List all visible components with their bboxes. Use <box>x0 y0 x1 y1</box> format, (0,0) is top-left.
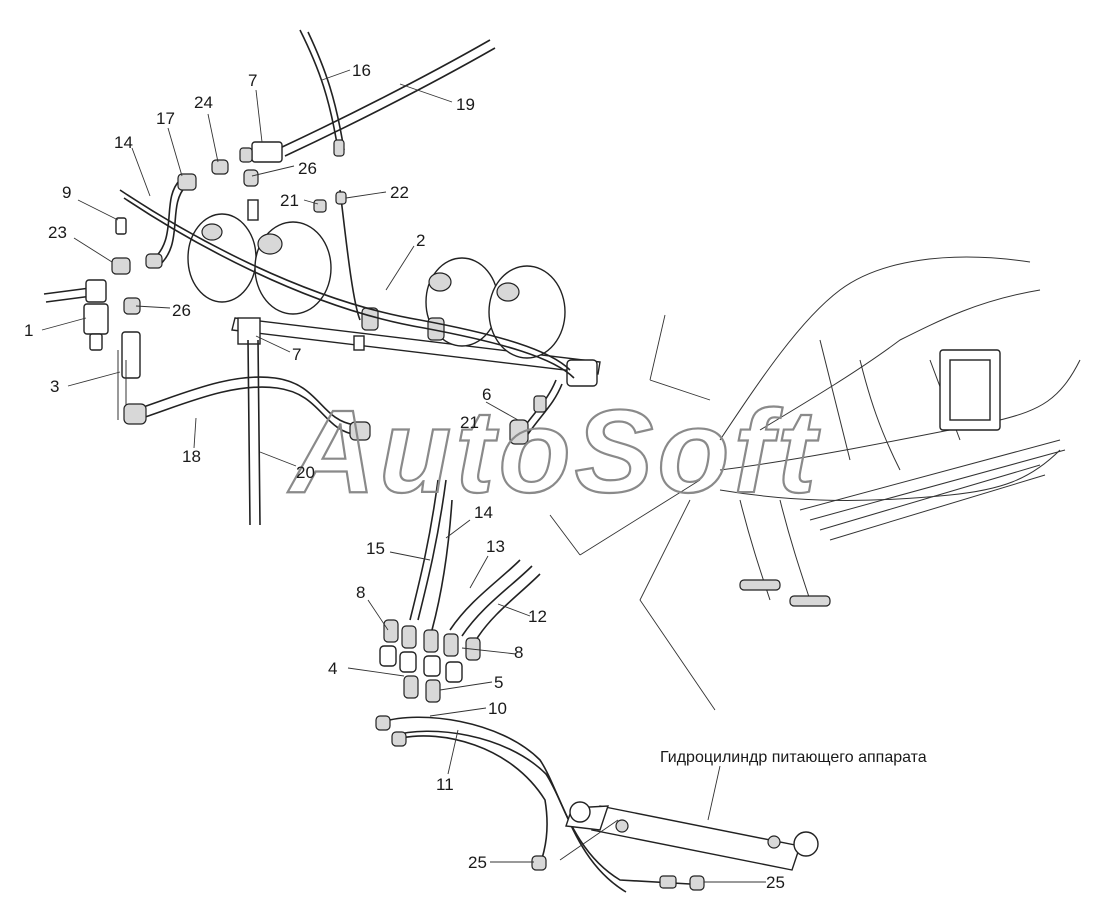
lower-hoses <box>375 479 705 893</box>
cylinder-caption: Гидроцилиндр питающего аппарата <box>660 749 927 766</box>
label-21-mid: 21 <box>460 413 479 432</box>
label-5: 5 <box>494 673 503 692</box>
label-14-top: 14 <box>114 133 133 152</box>
label-13: 13 <box>486 537 505 556</box>
watermark-text: AutoSoft <box>287 386 821 518</box>
label-25-right: 25 <box>766 873 785 892</box>
label-18: 18 <box>182 447 201 466</box>
label-6: 6 <box>482 385 491 404</box>
accumulator-assembly <box>187 199 601 387</box>
label-26-mid: 26 <box>172 301 191 320</box>
label-11: 11 <box>436 775 454 794</box>
label-20: 20 <box>296 463 315 482</box>
callout-labels: 1 3 9 23 14 17 24 7 16 19 26 21 22 2 26 … <box>24 61 785 892</box>
label-14-bottom: 14 <box>474 503 493 522</box>
left-fittings <box>43 139 547 445</box>
label-10: 10 <box>488 699 507 718</box>
label-19: 19 <box>456 95 475 114</box>
label-16: 16 <box>352 61 371 80</box>
label-7-mid: 7 <box>292 345 301 364</box>
label-26-top: 26 <box>298 159 317 178</box>
hydraulic-cylinder <box>565 801 819 871</box>
label-17: 17 <box>156 109 175 128</box>
upper-hoses <box>119 29 575 435</box>
label-9: 9 <box>62 183 71 202</box>
label-7-top: 7 <box>248 71 257 90</box>
hose-18b <box>141 386 358 436</box>
label-3: 3 <box>50 377 59 396</box>
label-2: 2 <box>416 231 425 250</box>
label-25-left: 25 <box>468 853 487 872</box>
label-1: 1 <box>24 321 33 340</box>
label-23: 23 <box>48 223 67 242</box>
leader-lines <box>41 69 766 883</box>
label-21-top: 21 <box>280 191 299 210</box>
label-4: 4 <box>328 659 337 678</box>
label-12: 12 <box>528 607 547 626</box>
label-22: 22 <box>390 183 409 202</box>
label-8-left: 8 <box>356 583 365 602</box>
post-20 <box>247 339 261 526</box>
hose-18 <box>139 376 356 426</box>
wiring-harness <box>549 256 1081 711</box>
label-24: 24 <box>194 93 213 112</box>
label-15: 15 <box>366 539 385 558</box>
label-8-right: 8 <box>514 643 523 662</box>
